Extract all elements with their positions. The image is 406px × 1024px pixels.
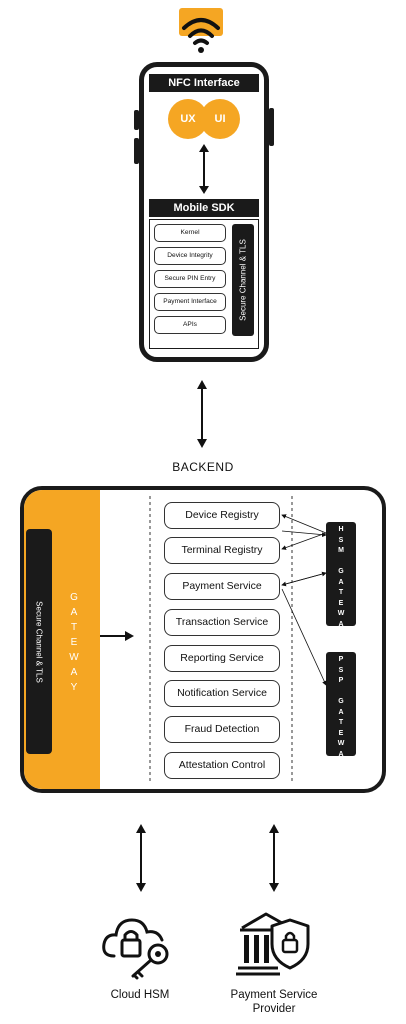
phone-side-button xyxy=(134,110,139,130)
sdk-item-secure-pin-entry: Secure PIN Entry xyxy=(154,270,226,288)
ui-sdk-arrow xyxy=(199,144,209,194)
bank-shield-icon xyxy=(234,906,314,982)
sdk-secure-channel-bar: Secure Channel & TLS xyxy=(232,224,254,336)
service-terminal-registry: Terminal Registry xyxy=(164,537,280,564)
gateway-connectors xyxy=(281,514,327,686)
psp-label-line1: Payment Service xyxy=(230,989,318,1001)
psp-label: Payment Service Provider xyxy=(214,988,334,1016)
service-payment-service: Payment Service xyxy=(164,573,280,600)
psp-label-line2: Provider xyxy=(252,1003,296,1015)
nfc-wifi-icon xyxy=(178,8,224,54)
sdk-item-apis: APIs xyxy=(154,316,226,334)
backend-secure-channel-label: Secure Channel & TLS xyxy=(34,600,44,683)
sdk-item-payment-interface: Payment Interface xyxy=(154,293,226,311)
service-device-registry: Device Registry xyxy=(164,502,280,529)
service-fraud-detection: Fraud Detection xyxy=(164,716,280,743)
gateway-label: G A T E W A Y xyxy=(69,592,79,693)
service-notification-service: Notification Service xyxy=(164,680,280,707)
sdk-item-device-integrity: Device Integrity xyxy=(154,247,226,265)
nfc-interface-title: NFC Interface xyxy=(149,74,259,92)
sdk-secure-channel-label: Secure Channel & TLS xyxy=(238,239,248,321)
ux-label: UX xyxy=(180,113,196,125)
backend-secure-channel-bar: Secure Channel & TLS xyxy=(26,529,52,754)
mobile-sdk-title: Mobile SDK xyxy=(149,199,259,217)
service-attestation-control: Attestation Control xyxy=(164,752,280,779)
backend-psp-arrow xyxy=(269,824,279,892)
sdk-item-kernel: Kernel xyxy=(154,224,226,242)
phone-side-button xyxy=(134,138,139,164)
phone-frame: NFC Interface UX UI Mobile SDK Kernel De… xyxy=(139,62,269,362)
ui-label: UI xyxy=(214,113,226,125)
service-transaction-service: Transaction Service xyxy=(164,609,280,636)
ui-circle: UI xyxy=(200,99,240,139)
service-reporting-service: Reporting Service xyxy=(164,645,280,672)
psp-gateway: P S P G A T E W A Y xyxy=(326,652,356,768)
gateway-services-arrow xyxy=(100,631,134,641)
phone-side-button xyxy=(269,108,274,146)
mobile-sdk-box: Kernel Device Integrity Secure PIN Entry… xyxy=(149,219,259,349)
hsm-gateway: H S M G A T E W A Y xyxy=(326,522,356,638)
services-dashed-lines xyxy=(149,496,293,784)
phone-backend-arrow xyxy=(197,380,207,448)
backend-label: BACKEND xyxy=(172,460,234,474)
cloud-hsm-label: Cloud HSM xyxy=(110,989,170,1001)
cloud-key-icon xyxy=(100,910,180,982)
backend-cloud-hsm-arrow xyxy=(136,824,146,892)
